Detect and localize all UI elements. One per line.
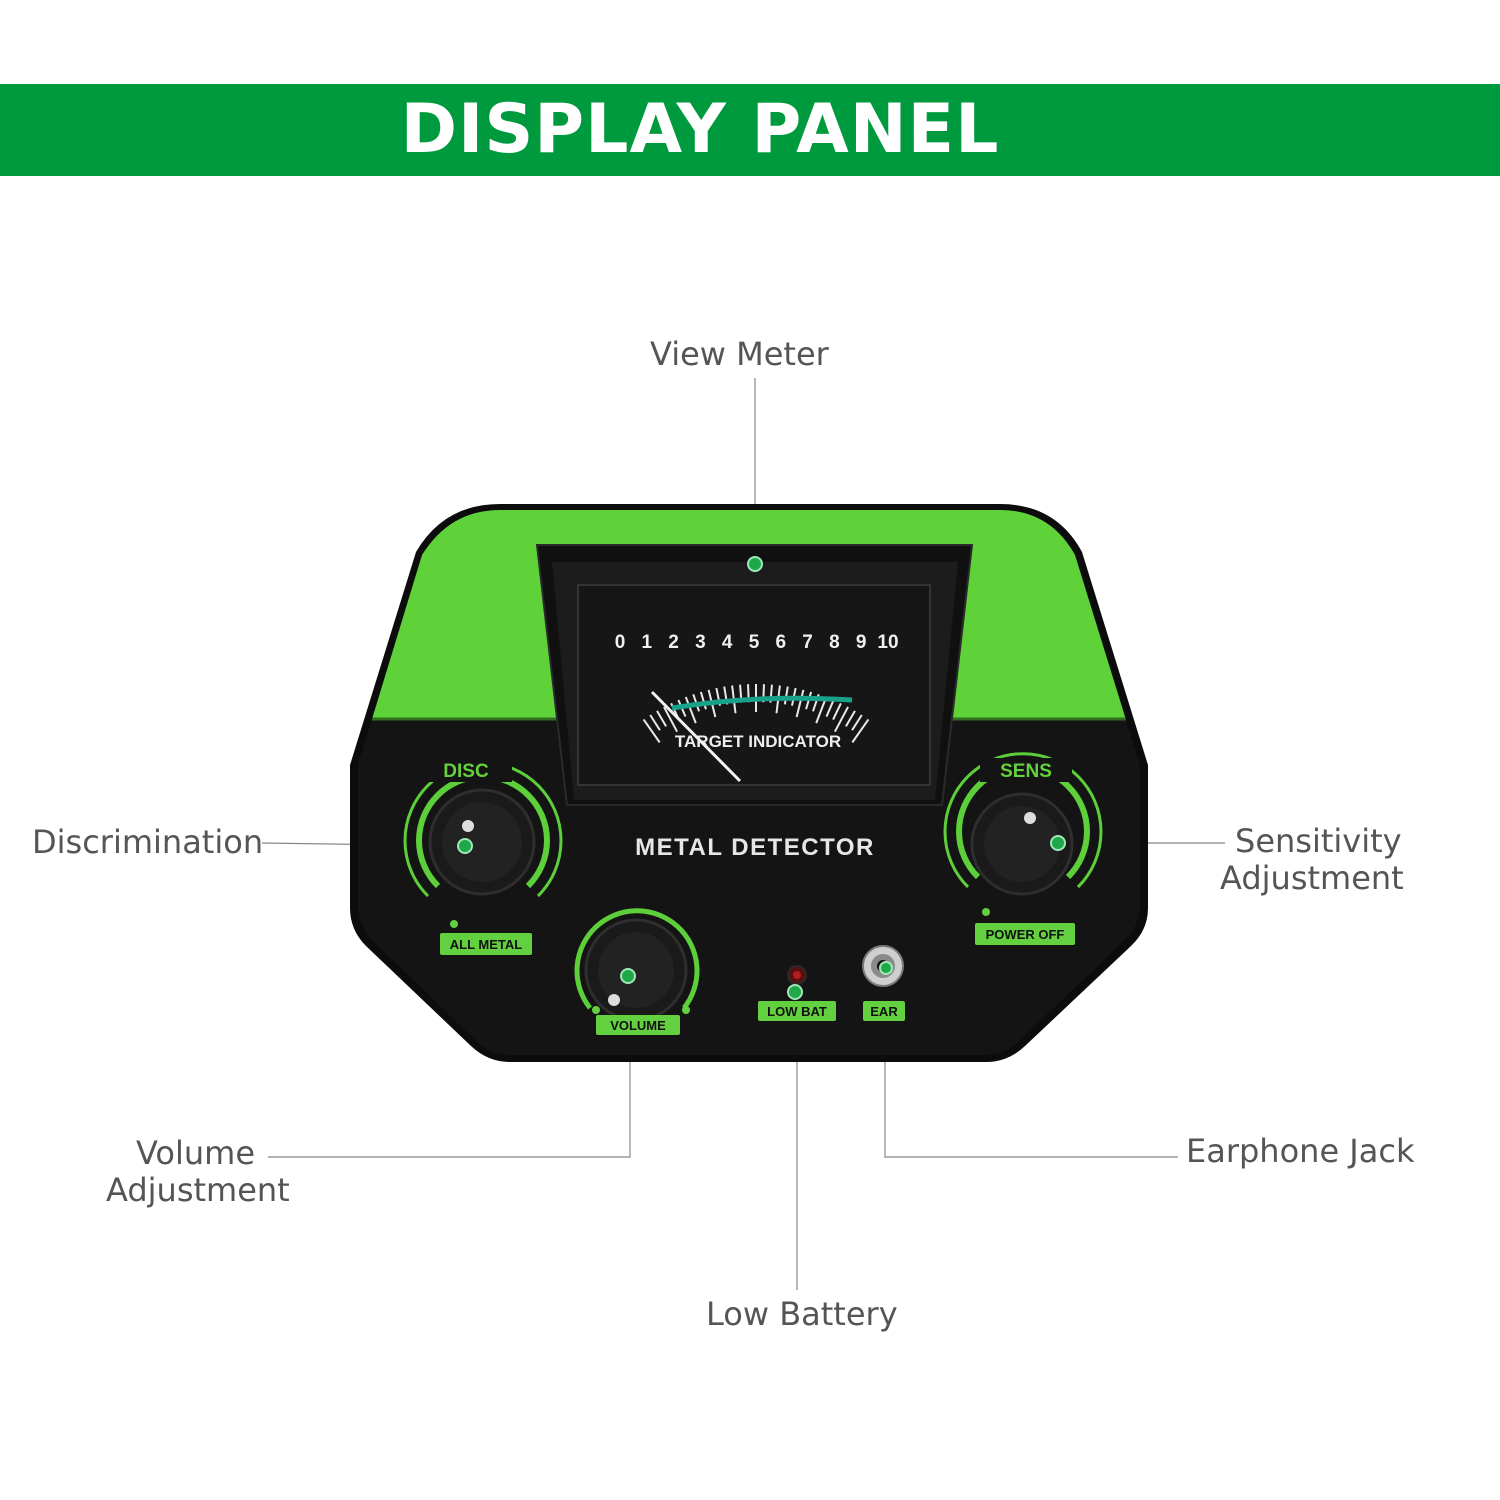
discrimination-marker-dot	[457, 838, 473, 854]
meter-green-band	[671, 695, 853, 711]
meter-needle	[650, 690, 742, 783]
page-title: DISPLAY PANEL	[400, 90, 1000, 169]
low-battery-marker-dot	[787, 984, 803, 1000]
callout-discrimination: Discrimination	[32, 823, 264, 861]
brand-label: METAL DETECTOR	[635, 834, 875, 861]
volume-knob-group: VOLUME	[574, 908, 700, 1035]
meter-tick	[699, 691, 707, 710]
meter-scale-number: 5	[749, 632, 760, 653]
meter-scale-number: 8	[829, 632, 840, 653]
meter-scale-number: 9	[856, 632, 867, 653]
meter-scale-number: 2	[668, 632, 679, 653]
callout-low-battery: Low Battery	[706, 1295, 898, 1333]
callout-sensitivity-line1: Sensitivity	[1235, 822, 1402, 860]
sensitivity-marker-dot	[1050, 835, 1066, 851]
disc-label: DISC	[443, 761, 489, 782]
callout-volume-line2: Adjustment	[106, 1171, 290, 1209]
volume-marker-dot	[620, 968, 636, 984]
meter-tick	[815, 696, 828, 724]
low-bat-tag	[758, 1001, 836, 1021]
meter-scale-number: 10	[877, 632, 898, 653]
svg-text:LOW BAT: LOW BAT	[767, 1004, 827, 1019]
callout-earphone-jack: Earphone Jack	[1186, 1132, 1415, 1170]
all-metal-tag	[440, 933, 532, 955]
svg-text:EAR: EAR	[870, 1004, 898, 1019]
meter-scale-number: 1	[642, 632, 653, 653]
meter-scale-number: 6	[776, 632, 787, 653]
svg-text:POWER OFF: POWER OFF	[986, 927, 1065, 942]
meter-tick	[642, 718, 661, 743]
svg-text:ALL METAL: ALL METAL	[450, 937, 523, 952]
meter-scale-number: 4	[722, 632, 733, 653]
sens-knob-group: SENS POWER OFF	[943, 752, 1103, 945]
callout-volume-line1: Volume	[136, 1134, 256, 1172]
volume-tag	[596, 1015, 680, 1035]
meter-tick	[663, 706, 679, 733]
meter-tick	[833, 706, 849, 733]
disc-knob-group: DISC ALL METAL	[403, 758, 563, 955]
header-banner: DISPLAY PANEL	[0, 84, 1500, 176]
meter-caption: TARGET INDICATOR	[675, 732, 841, 751]
meter-scale-number: 3	[695, 632, 706, 653]
meter-face	[577, 584, 931, 786]
meter-tick	[783, 686, 789, 705]
low-battery-indicator: LOW BAT	[758, 965, 836, 1021]
sens-label-box	[980, 758, 1072, 782]
ear-tag	[863, 1001, 905, 1021]
disc-label-box	[420, 758, 512, 782]
meter-tick	[656, 710, 667, 727]
earphone-jack-group: EAR	[862, 945, 905, 1021]
meter-scale-number: 0	[615, 632, 626, 653]
svg-text:VOLUME: VOLUME	[610, 1018, 666, 1033]
meter-scale-number: 7	[802, 632, 813, 653]
meter-tick	[851, 714, 863, 731]
meter-tick	[851, 718, 870, 743]
callout-sensitivity-line2: Adjustment	[1220, 859, 1404, 897]
power-off-tag	[975, 923, 1075, 945]
meter-tick	[684, 696, 697, 724]
meter-tick	[825, 699, 835, 717]
meter-tick	[845, 710, 856, 727]
meter-tick	[649, 714, 661, 731]
earphone-marker-dot	[879, 961, 893, 975]
sens-label: SENS	[1000, 761, 1052, 782]
meter-tick	[795, 689, 805, 718]
callout-view-meter: View Meter	[650, 335, 829, 373]
view-meter-marker-dot	[747, 556, 763, 572]
meter-tick	[832, 702, 842, 720]
